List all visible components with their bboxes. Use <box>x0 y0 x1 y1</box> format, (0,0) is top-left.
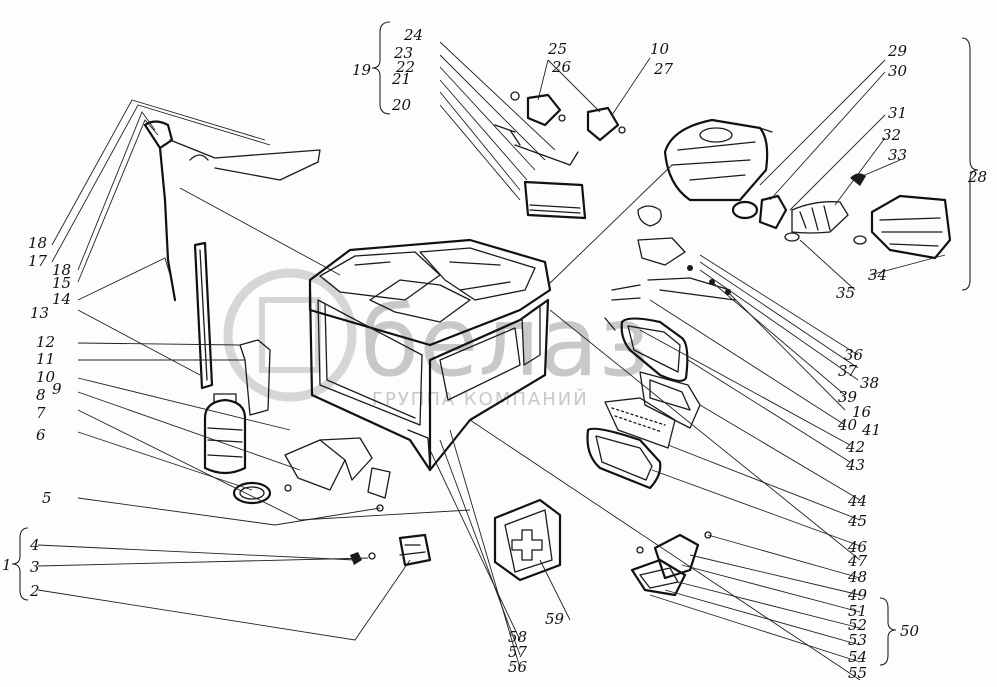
callout-18a: 18 <box>28 234 47 252</box>
callout-36: 36 <box>844 346 864 364</box>
first-aid-kit <box>493 498 562 582</box>
callout-43: 43 <box>845 456 865 474</box>
callout-56: 56 <box>508 658 528 676</box>
callout-57: 57 <box>508 643 528 661</box>
callout-16b: 18 <box>52 261 71 279</box>
callout-22: 22 <box>395 58 415 76</box>
callout-37: 37 <box>838 362 858 380</box>
callout-54: 54 <box>848 648 867 666</box>
callout-28: 28 <box>967 168 987 186</box>
brace-19 <box>371 21 391 115</box>
brace-50 <box>879 597 897 666</box>
callout-49: 49 <box>847 586 868 604</box>
callout-29: 29 <box>887 42 908 60</box>
callout-55: 55 <box>848 664 867 682</box>
heater-assembly <box>663 118 952 260</box>
callout-20: 20 <box>391 96 412 114</box>
watermark-subtitle: ГРУППА КОМПАНИЙ <box>372 388 589 410</box>
callout-52: 52 <box>848 616 867 634</box>
callout-9: 9 <box>52 380 62 398</box>
callout-35: 35 <box>836 284 855 302</box>
callout-15: 15 <box>52 274 71 292</box>
group-braces <box>11 21 979 666</box>
cab-body <box>308 238 552 472</box>
bracket-assembly <box>494 91 626 220</box>
mirror-arm-assembly <box>143 120 321 416</box>
lamp-assembly <box>630 531 712 597</box>
callout-30: 30 <box>888 62 908 80</box>
callout-48: 48 <box>847 568 867 586</box>
watermark-logo-ring <box>223 268 357 402</box>
callout-31: 31 <box>888 104 907 122</box>
callout-14: 14 <box>52 290 71 308</box>
callout-58: 58 <box>508 628 527 646</box>
callout-6: 6 <box>36 426 46 444</box>
callout-8: 8 <box>36 386 46 404</box>
callout-11: 11 <box>36 350 55 368</box>
callout-32: 32 <box>882 126 901 144</box>
brace-28 <box>961 37 979 291</box>
callout-51: 51 <box>848 602 867 620</box>
callout-33: 33 <box>888 146 907 164</box>
callout-labels: 1 2 3 4 5 6 7 8 9 10 10 11 12 13 14 15 1… <box>2 26 987 682</box>
callout-40: 40 <box>837 416 858 434</box>
callout-10b: 10 <box>650 40 670 58</box>
watermark-brand: белаз <box>360 286 650 398</box>
callout-59: 59 <box>545 610 565 628</box>
callout-12: 12 <box>36 333 55 351</box>
callout-25: 25 <box>547 40 567 58</box>
hinge-parts <box>284 437 391 512</box>
watermark-logo-mark <box>259 297 321 373</box>
callout-50: 50 <box>900 622 920 640</box>
callout-41: 41 <box>861 421 881 439</box>
window-assembly <box>586 317 701 490</box>
callout-42: 42 <box>845 438 865 456</box>
callout-16a: 16 <box>852 403 872 421</box>
callout-44: 44 <box>847 492 867 510</box>
brace-1 <box>11 527 29 601</box>
callout-23: 23 <box>393 44 413 62</box>
callout-46: 46 <box>847 538 868 556</box>
callout-1: 1 <box>2 556 12 574</box>
callout-17: 17 <box>28 252 48 270</box>
callout-2: 2 <box>29 582 40 600</box>
callout-53: 53 <box>848 631 867 649</box>
callout-5: 5 <box>42 489 52 507</box>
callout-7: 7 <box>36 404 46 422</box>
lock-parts <box>350 533 432 567</box>
callout-27: 27 <box>653 60 674 78</box>
callout-19: 19 <box>352 61 372 79</box>
callout-10a: 10 <box>36 368 56 386</box>
callout-3: 3 <box>30 558 40 576</box>
callout-39: 39 <box>838 388 858 406</box>
callout-34: 34 <box>868 266 887 284</box>
callout-47: 47 <box>847 552 868 570</box>
leader-lines <box>37 41 946 681</box>
callout-13: 13 <box>30 304 49 322</box>
callout-21: 21 <box>391 70 411 88</box>
callout-24: 24 <box>403 26 423 44</box>
callout-26: 26 <box>551 58 572 76</box>
callout-45: 45 <box>847 512 867 530</box>
callout-38: 38 <box>860 374 879 392</box>
thermos-assembly <box>203 393 272 505</box>
callout-4: 4 <box>29 536 40 554</box>
watermark: белаз ГРУППА КОМПАНИЙ <box>223 268 650 410</box>
